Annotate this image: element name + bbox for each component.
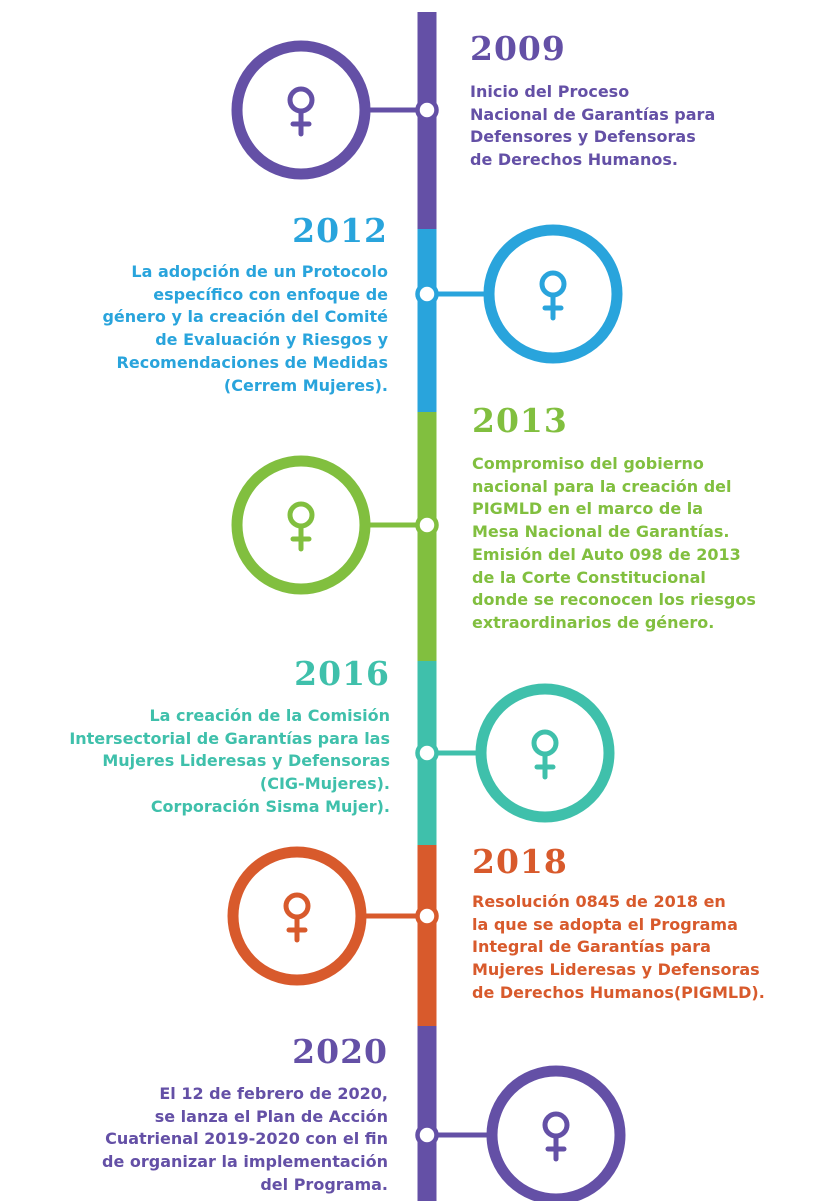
milestone-text-2020: El 12 de febrero de 2020, se lanza el Pl… [102,1083,388,1197]
timeline-segment [417,229,437,412]
text-line: extraordinarios de género. [472,612,715,632]
milestone-text-2016: La creación de la Comisión Intersectoria… [69,705,390,819]
text-line: Nacional de Garantías para [470,104,716,124]
text-line: de la Corte Constitucional [472,567,706,587]
milestone-year-2013: 2013 [472,401,568,440]
text-line: de Derechos Humanos. [470,150,678,170]
text-line: Compromiso del gobierno [472,454,704,473]
timeline-node [415,1123,439,1147]
timeline-node [415,513,439,537]
text-line: de Evaluación y Riesgos y [155,330,388,350]
milestone-badge [231,40,439,180]
text-line: de Derechos Humanos(PIGMLD). [472,982,765,1002]
female-symbol-icon [287,501,315,552]
milestone-text-2012: La adopción de un Protocolo específico c… [102,261,388,397]
text-line: Recomendaciones de Medidas [116,352,388,372]
female-symbol-icon [287,86,315,137]
milestone-year-2016: 2016 [294,654,390,693]
text-line: La creación de la Comisión [149,706,390,725]
text-line: Inicio del Proceso [470,82,630,101]
milestone-badge [231,455,439,595]
female-symbol-icon [531,729,559,780]
female-symbol-icon [283,892,311,943]
text-line: Mujeres Lideresas y Defensoras [472,960,760,980]
milestone-badge [415,683,615,823]
milestone-year-2012: 2012 [292,211,388,250]
text-line: Defensores y Defensoras [470,127,696,147]
milestone-text-2009: Inicio del Proceso Nacional de Garantías… [470,81,715,172]
text-line: Intersectorial de Garantías para las [69,728,390,748]
timeline-node [415,741,439,765]
text-line: específico con enfoque de [153,284,388,304]
text-line: donde se reconocen los riesgos [472,590,756,610]
text-line: Emisión del Auto 098 de 2013 [472,544,741,564]
text-line: género y la creación del Comité [102,307,388,327]
text-line: Cuatrienal 2019-2020 con el fin [105,1129,388,1149]
text-line: Resolución 0845 de 2018 en [472,892,726,911]
milestone-badge [415,1065,626,1201]
text-line: La adopción de un Protocolo [131,262,388,281]
text-line: Corporación Sisma Mujer). [150,796,390,816]
milestone-text-2018: Resolución 0845 de 2018 en la que se ado… [472,891,765,1005]
milestone-year-2020: 2020 [292,1032,388,1071]
milestone-badge [415,224,623,364]
female-symbol-icon [539,270,567,321]
text-line: la que se adopta el Programa [472,914,738,934]
milestone-year-2018: 2018 [472,842,568,881]
text-line: Integral de Garantías para [472,937,711,957]
timeline-segment [417,845,437,1026]
milestone-text-2013: Compromiso del gobierno nacional para la… [472,453,756,635]
text-line: Mesa Nacional de Garantías. [472,522,730,542]
text-line: (CIG-Mujeres). [259,774,390,794]
text-line: PIGMLD en el marco de la [472,499,704,519]
text-line: de organizar la implementación [102,1152,388,1172]
milestone-badge [227,846,439,986]
text-line: nacional para la creación del [472,476,732,496]
timeline-node [415,98,439,122]
milestone-year-2009: 2009 [470,29,566,68]
text-line: se lanza el Plan de Acción [154,1106,388,1126]
female-symbol-icon [542,1111,570,1162]
text-line: (Cerrem Mujeres). [223,375,388,395]
timeline-segment [417,1026,437,1201]
text-line: del Programa. [260,1174,388,1194]
timeline-node [415,282,439,306]
timeline-node [415,904,439,928]
text-line: Mujeres Lideresas y Defensoras [102,751,390,771]
text-line: El 12 de febrero de 2020, [159,1084,388,1103]
